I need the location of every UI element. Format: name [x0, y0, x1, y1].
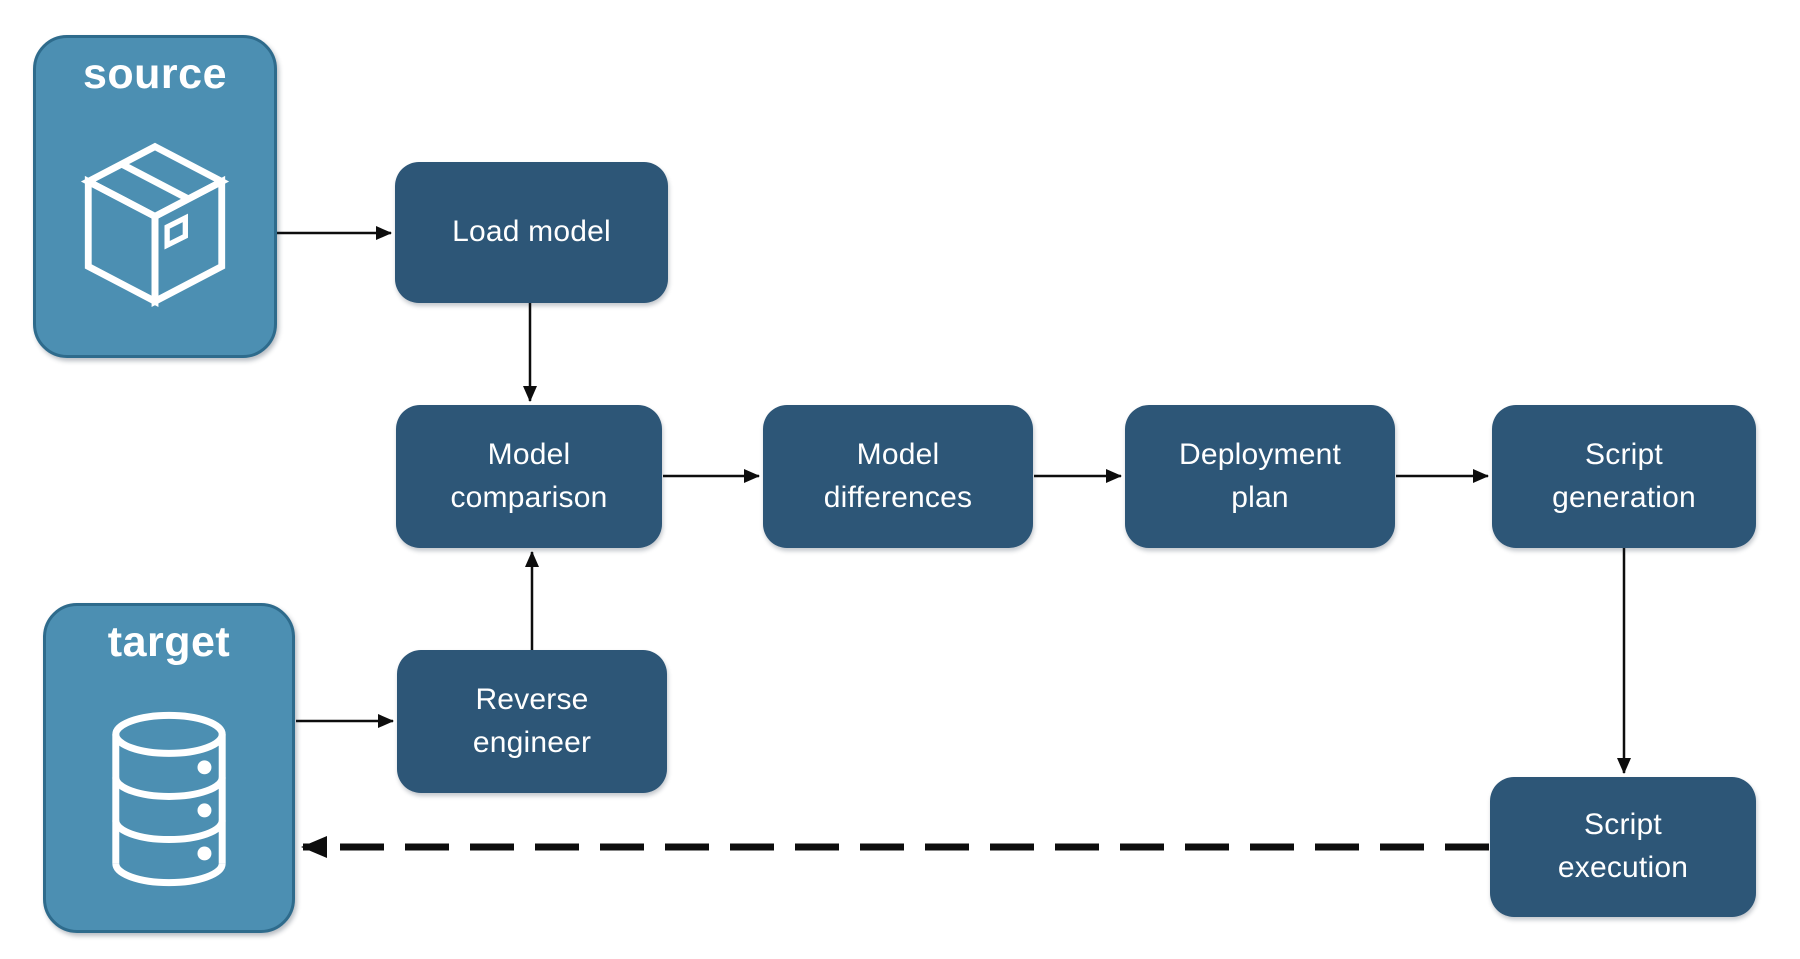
target-label: target [107, 618, 231, 666]
node-script-execution: Script execution [1490, 777, 1756, 917]
container-source: source [33, 35, 277, 358]
node-label: Script execution [1557, 808, 1689, 884]
database-icon [46, 667, 292, 930]
node-reverse-engineer: Reverse engineer [397, 650, 667, 793]
node-model-differences: Model differences [763, 405, 1033, 548]
node-model-comparison: Model comparison [396, 405, 662, 548]
node-label: Deployment plan [1178, 437, 1342, 514]
node-label: Reverse engineer [472, 682, 592, 759]
package-icon [36, 99, 274, 355]
node-label: Load model [452, 215, 611, 249]
node-script-generation: Script generation [1492, 405, 1756, 548]
source-label: source [82, 50, 227, 98]
node-label: Script generation [1552, 437, 1696, 514]
node-deployment-plan: Deployment plan [1125, 405, 1395, 548]
node-label: Model differences [823, 437, 973, 514]
container-target: target [43, 603, 295, 933]
node-load-model: Load model [395, 162, 668, 303]
node-label: Model comparison [450, 437, 608, 514]
